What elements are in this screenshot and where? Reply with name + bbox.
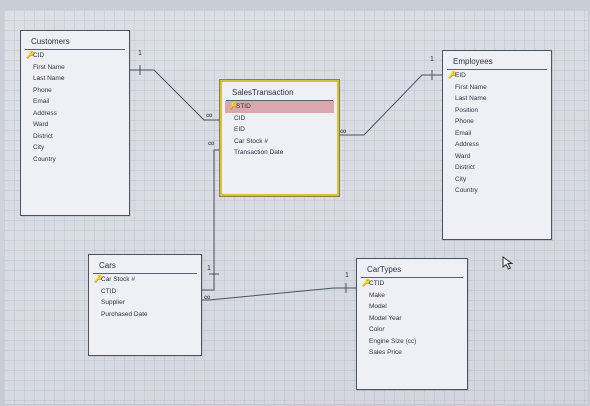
field-row: Position <box>455 106 479 114</box>
field-row: Ward <box>455 152 471 160</box>
key-icon: 🔑 <box>26 52 35 59</box>
entity-customers[interactable]: Customers 🔑CID First Name Last Name Phon… <box>20 30 130 216</box>
field-row: First Name <box>455 83 487 91</box>
field-row: Sales Price <box>369 349 402 356</box>
field-row: EID <box>234 126 245 133</box>
rel-cartypes-cars <box>201 287 356 301</box>
field-row: Phone <box>33 86 52 94</box>
field-row: Address <box>455 141 479 148</box>
entity-employees[interactable]: Employees 🔑EID First Name Last Name Posi… <box>442 50 552 240</box>
field-row: Address <box>33 109 57 117</box>
key-icon: 🔑 <box>94 276 103 283</box>
field-row: Engine Size (cc) <box>369 337 417 345</box>
field-row: CTID <box>101 287 117 295</box>
cardinality-one-customers: 1 <box>138 50 142 57</box>
field-row: City <box>455 175 467 183</box>
key-icon: 🔑 <box>229 103 238 110</box>
entity-cars[interactable]: Cars 🔑Car Stock # CTID Supplier Purchase… <box>88 254 202 356</box>
rel-employees-sales <box>336 74 442 136</box>
field-row: Color <box>369 326 385 333</box>
cardinality-many-employees: ∞ <box>340 126 347 136</box>
field-row: 🔑CTID <box>357 278 467 290</box>
field-row: 🔑Car Stock # <box>89 274 201 286</box>
key-icon: 🔑 <box>448 72 457 79</box>
field-row: City <box>33 144 45 151</box>
entity-title: Cars <box>93 255 197 274</box>
rel-customers-sales <box>130 69 220 121</box>
field-row: Last Name <box>33 75 65 82</box>
diagram-canvas: 1 ∞ 1 ∞ 1 ∞ 1 ∞ Customers 🔑CID First Nam… <box>4 10 588 404</box>
cardinality-many-cars: ∞ <box>208 138 215 148</box>
field-row: First Name <box>33 63 65 71</box>
relationship-lines <box>130 65 442 301</box>
key-icon: 🔑 <box>362 280 371 287</box>
field-row: Email <box>33 98 50 105</box>
entity-sales-transaction[interactable]: SalesTransaction 🔑STID CID EID Car Stock… <box>219 79 340 197</box>
rel-cars-sales <box>201 149 220 291</box>
field-row: Last Name <box>455 95 487 102</box>
entity-cartypes[interactable]: CarTypes 🔑CTID Make Model Model Year Col… <box>356 258 468 390</box>
field-row: Transaction Date <box>234 149 284 156</box>
field-row: Email <box>455 129 472 137</box>
entity-title: Employees <box>447 51 547 70</box>
cardinality-many-cartypes: ∞ <box>204 292 211 302</box>
field-row: 🔑CID <box>21 50 129 62</box>
field-row: District <box>455 164 475 171</box>
cardinality-one-cartypes: 1 <box>345 272 349 279</box>
field-row-selected[interactable]: 🔑STID <box>225 101 334 113</box>
cardinality-one-cars: 1 <box>207 265 211 272</box>
cardinality-one-employees: 1 <box>430 56 434 63</box>
field-row: 🔑EID <box>443 70 551 82</box>
entity-title: CarTypes <box>361 259 463 278</box>
field-row: Phone <box>455 118 474 125</box>
mouse-cursor-icon <box>502 256 514 273</box>
cardinality-many-customers: ∞ <box>206 110 213 120</box>
field-row: Car Stock # <box>234 137 268 145</box>
field-row: District <box>33 132 53 140</box>
field-row: Purchased Date <box>101 310 148 318</box>
field-row: Country <box>33 155 56 163</box>
entity-title: Customers <box>25 31 125 50</box>
field-row: Model <box>369 303 387 310</box>
field-row: Model Year <box>369 314 402 322</box>
field-row: CID <box>234 114 246 122</box>
entity-title: SalesTransaction <box>226 82 333 101</box>
field-row: Country <box>455 187 478 194</box>
field-row: Make <box>369 291 385 299</box>
field-row: Supplier <box>101 299 125 306</box>
field-row: Ward <box>33 121 49 128</box>
